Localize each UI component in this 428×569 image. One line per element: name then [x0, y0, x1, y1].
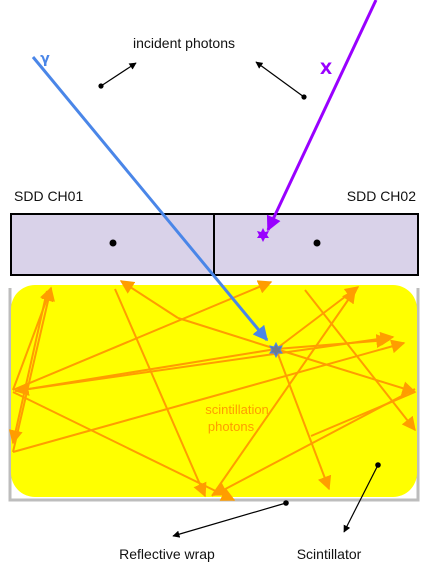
sdd-ch01-label: SDD CH01: [14, 188, 83, 204]
incident-pointer-left: [100, 62, 137, 87]
scintillation-label-line2: photons: [208, 419, 255, 434]
scintillation-photon-rays: [8, 280, 417, 501]
sdd-ch02-label: SDD CH02: [347, 188, 416, 204]
scint-ray: [275, 334, 391, 350]
scintillation-label-line1: scintillation: [205, 402, 269, 417]
scint-ray: [14, 331, 395, 392]
scint-ray: [8, 290, 48, 445]
scint-ray: [177, 317, 277, 350]
incident-pointer-right: [255, 61, 305, 98]
x-interaction-star-burst-icon: [257, 228, 269, 242]
x-ray-track: [266, 0, 378, 232]
incident-photons-label: incident photons: [133, 35, 235, 51]
scint-ray: [114, 288, 207, 498]
gamma-symbol-label: γ: [40, 51, 50, 67]
scintillator-label: Scintillator: [297, 546, 362, 562]
gamma-ray-track: [31, 56, 269, 342]
x-ray-symbol-label: X: [320, 59, 333, 78]
scint-ray: [12, 339, 406, 453]
scint-ray: [119, 280, 179, 319]
sdd-ch01-anode-dot: [109, 239, 117, 247]
scint-ray: [310, 391, 416, 437]
sdd-ch02-anode-dot: [313, 239, 321, 247]
scint-ray: [304, 289, 416, 432]
scint-ray: [12, 286, 55, 453]
reflective-wrap-label: Reflective wrap: [119, 546, 215, 562]
scint-ray: [275, 348, 417, 395]
scintillator-pointer: [343, 464, 379, 533]
reflective-wrap-outline: [8, 288, 420, 502]
bottom-label-pointers: [172, 462, 381, 538]
reflective-wrap-pointer: [172, 502, 287, 538]
gamma-interaction-star-burst-icon: [269, 341, 283, 359]
incident-photons-pointers: [98, 61, 307, 100]
scintillator-crystal: [11, 285, 417, 497]
scint-ray: [275, 348, 332, 491]
scint-ray: [12, 280, 273, 391]
